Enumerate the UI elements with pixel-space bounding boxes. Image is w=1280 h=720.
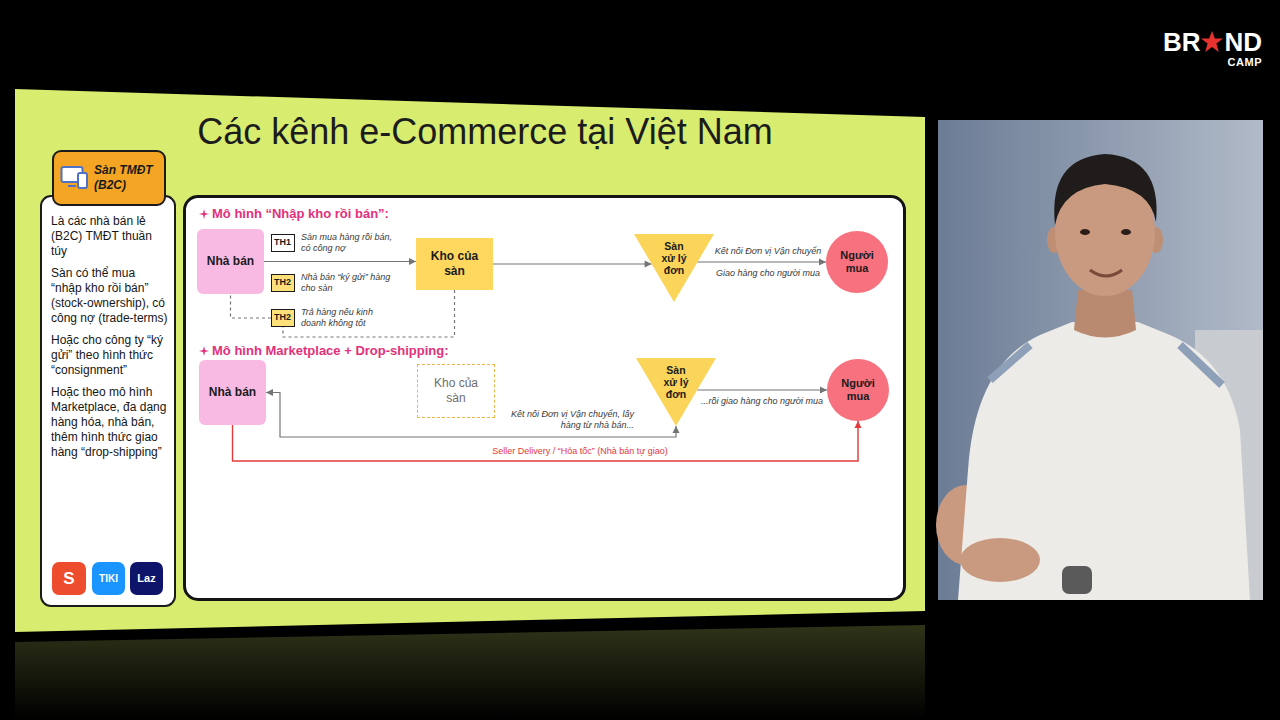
arrow-head bbox=[855, 421, 862, 428]
hair bbox=[1054, 154, 1156, 225]
node-text: Laz bbox=[137, 572, 155, 585]
connector bbox=[233, 421, 862, 461]
connector-line bbox=[264, 261, 416, 262]
arrow-head bbox=[820, 387, 827, 394]
node-text: Mô hình Marketplace + Drop-shipping: bbox=[212, 343, 632, 359]
slide-title: Các kênh e-Commerce tại Việt Nam bbox=[120, 110, 850, 154]
tiki-logo: TIKI bbox=[92, 562, 125, 595]
buyer-circle: Người mua bbox=[827, 359, 889, 421]
node-text: Sàn xử lý đơn bbox=[658, 240, 690, 276]
watch bbox=[1062, 566, 1092, 594]
info-panel: Là các nhà bán lẻ (B2C) TMĐT thuần túySà… bbox=[40, 195, 176, 607]
presenter-video bbox=[936, 120, 1263, 600]
connector bbox=[697, 387, 827, 394]
arrow-head bbox=[673, 426, 680, 433]
case-box: TH2Trả hàng nếu kinh doanh không tốt bbox=[271, 309, 295, 327]
case-box: TH2Nhà bán “ký gửi” hàng cho sàn bbox=[271, 274, 295, 292]
node-text: TIKI bbox=[99, 573, 118, 585]
node-text: Hoặc theo mô hình Marketplace, đa dạng h… bbox=[51, 385, 168, 460]
logo-text: CAMP bbox=[1228, 56, 1262, 68]
node-text: Người mua bbox=[836, 377, 880, 403]
connector bbox=[231, 294, 272, 318]
eye bbox=[1121, 229, 1131, 235]
arrow-head bbox=[266, 389, 273, 396]
connector-line bbox=[231, 294, 272, 318]
node-text: TH2 bbox=[272, 275, 293, 290]
arrow-head bbox=[819, 259, 826, 266]
node-text: Nhà bán bbox=[209, 385, 256, 400]
node-text: Hoặc cho công ty “ký gửi” theo hình thức… bbox=[51, 333, 168, 378]
channel-tag: Sàn TMĐT (B2C) bbox=[52, 150, 166, 206]
node-text: Trả hàng nếu kinh doanh không tốt bbox=[301, 307, 395, 329]
triangle-outline bbox=[636, 358, 716, 426]
node-text: TH1 bbox=[272, 235, 293, 250]
arrow-head bbox=[409, 258, 416, 265]
node-text: Sàn TMĐT (B2C) bbox=[94, 163, 162, 193]
logo-text: BR bbox=[1163, 28, 1201, 56]
node-text: Mô hình “Nhập kho rồi bán”: bbox=[212, 206, 632, 222]
node-text: Kho của sàn bbox=[427, 249, 483, 279]
connector-line bbox=[698, 261, 827, 262]
connector bbox=[283, 290, 455, 337]
video-wall bbox=[938, 120, 1263, 600]
triangle-outline bbox=[634, 234, 714, 302]
connector-line bbox=[233, 421, 859, 461]
process-triangle: Sàn xử lý đơn bbox=[636, 358, 716, 426]
node-text: Người mua bbox=[835, 249, 879, 275]
mouth bbox=[1090, 270, 1122, 276]
connector-line bbox=[493, 263, 652, 264]
connector-line bbox=[697, 389, 827, 390]
node-text: Nhà bán “ký gửi” hàng cho sàn bbox=[301, 272, 395, 294]
warehouse-box: Kho của sàn bbox=[416, 238, 493, 290]
node-text: Sàn xử lý đơn bbox=[660, 364, 692, 400]
node-text: TH2 bbox=[272, 310, 293, 325]
connector-line bbox=[283, 290, 455, 337]
bullet-sparkle bbox=[199, 209, 209, 219]
slide-ground bbox=[15, 89, 925, 632]
bullet-sparkle bbox=[199, 346, 209, 356]
note-label: Giao hàng cho người mua bbox=[712, 268, 824, 279]
slide-reflection bbox=[15, 625, 925, 720]
seller-box: Nhà bán bbox=[199, 360, 266, 425]
connector bbox=[493, 261, 652, 268]
edge-label: Kết nối Đơn vị Vận chuyển, lấy hàng từ n… bbox=[508, 409, 634, 431]
shopee-logo: S bbox=[52, 562, 86, 595]
node-text: Là các nhà bán lẻ (B2C) TMĐT thuần túy bbox=[51, 214, 168, 259]
device-icon bbox=[60, 164, 90, 192]
connector bbox=[698, 259, 827, 266]
seller-box: Nhà bán bbox=[197, 229, 264, 294]
lazada-logo: Laz bbox=[130, 562, 163, 595]
node-text: S bbox=[63, 569, 74, 588]
shirt-stripe bbox=[990, 345, 1222, 385]
warehouse-box-dashed: Kho của sàn bbox=[417, 364, 495, 418]
case-box: TH1Sàn mua hàng rồi bán, có công nợ bbox=[271, 234, 295, 252]
connector bbox=[264, 258, 416, 265]
process-triangle: Sàn xử lý đơn bbox=[634, 234, 714, 302]
brand-logo: BR ND CAMP bbox=[1163, 28, 1262, 68]
neck bbox=[1074, 290, 1136, 338]
hand bbox=[960, 538, 1040, 582]
buyer-circle: Người mua bbox=[826, 231, 888, 293]
edge-label: ...rồi giao hàng cho người mua bbox=[700, 396, 824, 407]
logo-text: ND bbox=[1224, 28, 1262, 56]
edge-label: Seller Delivery / “Hỏa tốc” (Nhà bán tự … bbox=[420, 446, 740, 457]
node-text: Kho của sàn bbox=[428, 376, 484, 406]
logo-star bbox=[1200, 30, 1224, 54]
logo-row: BR ND bbox=[1163, 28, 1262, 56]
node-text: Nhà bán bbox=[207, 254, 254, 269]
node-text: Sàn có thể mua “nhập kho rồi bán” (stock… bbox=[51, 266, 168, 326]
eye bbox=[1080, 229, 1090, 235]
edge-label: Kết nối Đơn vị Vận chuyển bbox=[712, 246, 824, 257]
shirt bbox=[958, 322, 1250, 600]
node-text: Sàn mua hàng rồi bán, có công nợ bbox=[301, 232, 395, 254]
